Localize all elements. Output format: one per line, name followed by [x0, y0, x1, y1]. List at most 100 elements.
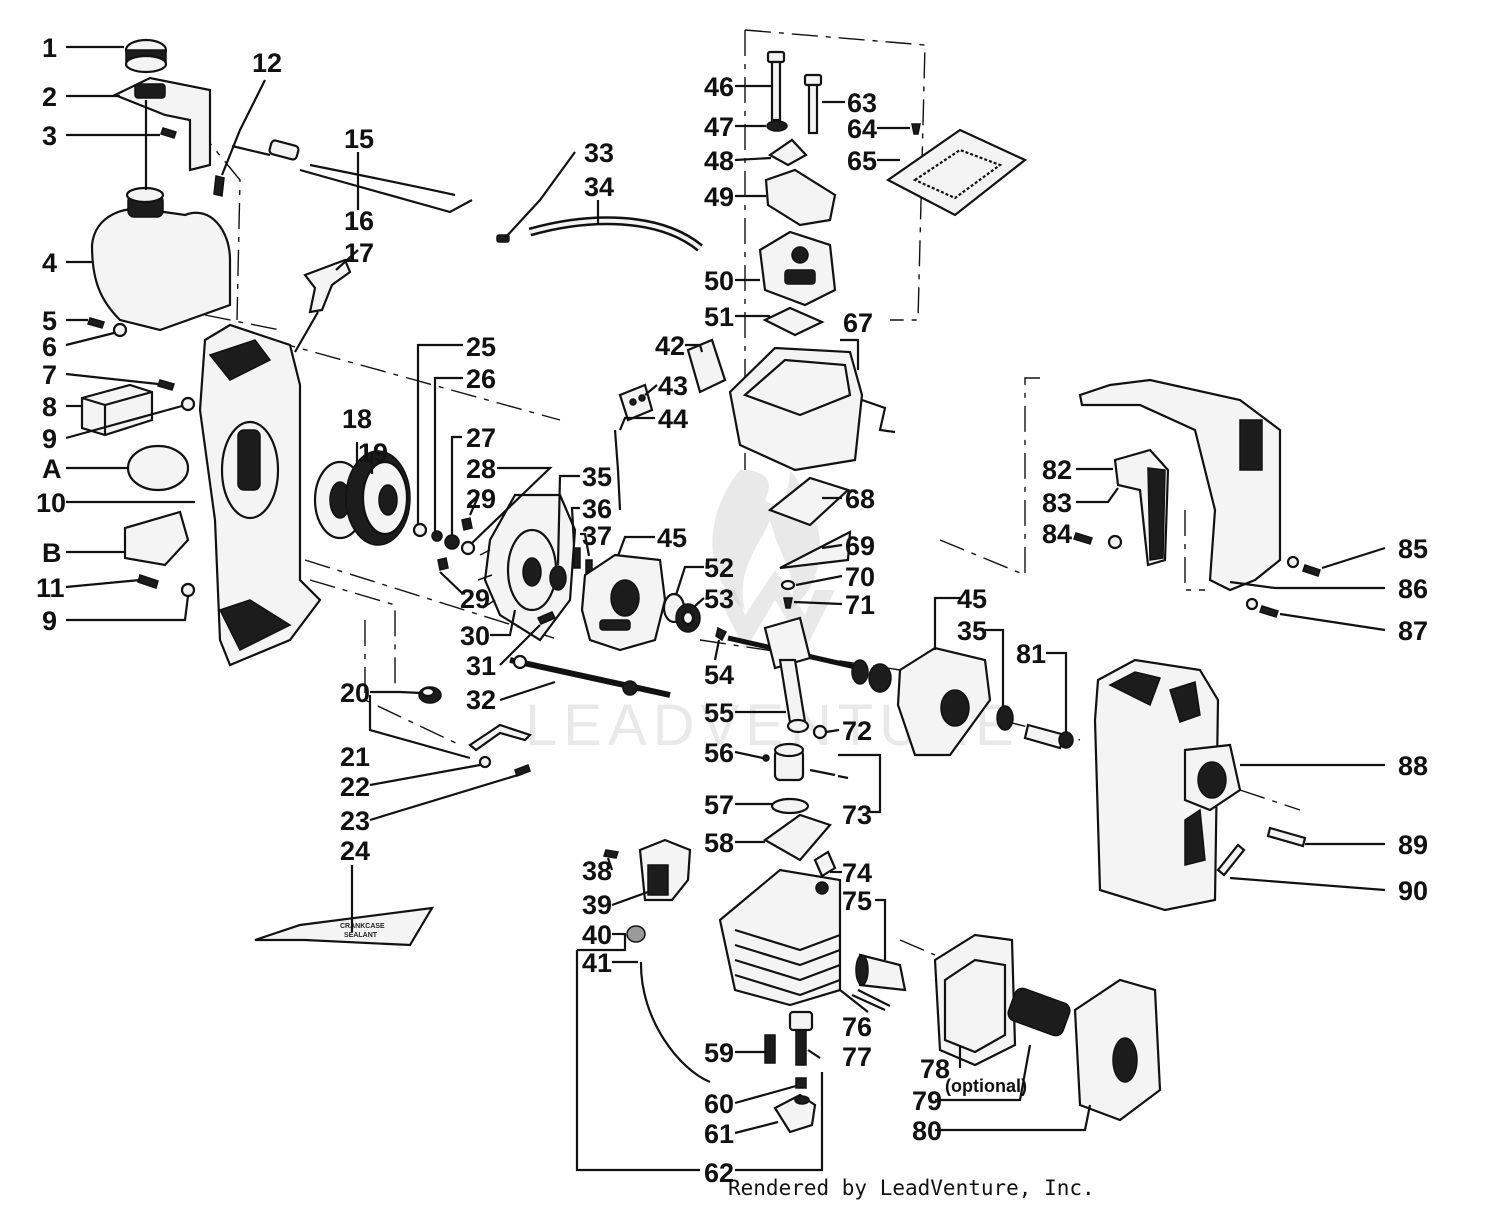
pulley-19-part	[345, 450, 411, 546]
seal-35b-part	[996, 705, 1014, 731]
label-21: 21	[340, 742, 370, 772]
crankcase-half-left-part	[580, 553, 667, 652]
screw-3-part	[160, 127, 177, 139]
label-90: 90	[1398, 876, 1428, 906]
gasket-42-part	[686, 338, 727, 394]
label-35b: 35	[957, 616, 987, 646]
flywheel-part	[477, 493, 577, 642]
filter-cover-80-part	[1073, 978, 1162, 1122]
label-34: 34	[584, 172, 614, 202]
label-44: 44	[658, 404, 688, 434]
label-58: 58	[704, 828, 734, 858]
gasket-58-part	[762, 813, 832, 862]
label-4: 4	[42, 248, 57, 278]
shaft-part	[509, 654, 671, 698]
screw-87-part	[1259, 605, 1279, 618]
plate-69-part	[779, 530, 852, 570]
label-9a: 9	[42, 424, 57, 454]
label-7: 7	[42, 360, 57, 390]
plate-49-part	[764, 168, 837, 227]
tube-81-part	[1023, 723, 1074, 750]
cylinder-part	[718, 850, 842, 1007]
label-45a: 45	[657, 523, 687, 553]
label-19: 19	[358, 438, 388, 468]
optional-note: (optional)	[945, 1076, 1027, 1096]
label-33: 33	[584, 138, 614, 168]
label-32: 32	[466, 685, 496, 715]
label-68: 68	[845, 484, 875, 514]
muffler-tube-part	[855, 953, 907, 992]
label-63: 63	[847, 88, 877, 118]
cover-plate-65-part	[885, 128, 1028, 217]
main-housing-part	[198, 323, 322, 667]
wire-44-part	[613, 429, 622, 511]
label-28: 28	[466, 454, 496, 484]
rear-handle-part	[1078, 378, 1282, 592]
bearing-near-45b	[868, 663, 892, 693]
label-11: 11	[36, 573, 65, 603]
label-76: 76	[842, 1012, 872, 1042]
label-29b: 29	[460, 584, 490, 614]
label-72: 72	[842, 716, 872, 746]
nut-27-part	[444, 534, 460, 550]
clip-56-part	[762, 754, 770, 762]
piston-part	[773, 742, 805, 782]
label-50: 50	[704, 266, 734, 296]
part-72	[812, 724, 828, 740]
label-54: 54	[704, 660, 734, 690]
gasket-51-part	[762, 306, 825, 337]
label-8: 8	[42, 392, 57, 422]
label-49: 49	[704, 182, 734, 212]
label-35a: 35	[582, 462, 612, 492]
wrist-pin-part	[809, 768, 849, 780]
label-23: 23	[340, 806, 370, 836]
nut-26-part	[431, 530, 443, 542]
bolt-63-part	[803, 73, 823, 135]
label-45b: 45	[957, 584, 987, 614]
washer-70-part	[780, 579, 796, 591]
washer-85-part	[1286, 555, 1300, 569]
label-80: 80	[912, 1116, 942, 1146]
label-26: 26	[466, 364, 496, 394]
washer-28-part	[460, 540, 476, 556]
bearing-53-part	[675, 603, 701, 633]
washer-6-part	[112, 322, 128, 338]
label-20: 20	[340, 678, 370, 708]
label-81: 81	[1016, 639, 1046, 669]
label-64: 64	[847, 114, 877, 144]
filter-element-79-part	[1007, 987, 1071, 1037]
label-67: 67	[843, 308, 873, 338]
washer-47-part	[766, 120, 788, 132]
label-30: 30	[460, 621, 490, 651]
label-61: 61	[704, 1119, 734, 1149]
label-36: 36	[582, 494, 612, 524]
pin-36-part	[573, 547, 581, 569]
label-A: A	[42, 454, 62, 484]
parts: CRANKCASE SEALANT	[80, 38, 1321, 1134]
label-65: 65	[847, 146, 877, 176]
footer-credit: Rendered by LeadVenture, Inc.	[728, 1176, 1095, 1200]
label-75: 75	[842, 886, 872, 916]
label-53: 53	[704, 584, 734, 614]
coil-block-part	[618, 383, 654, 422]
washer-9a-part	[180, 396, 196, 412]
handle-pad-part	[1113, 448, 1170, 567]
label-12: 12	[252, 48, 282, 78]
seal-near-45b	[851, 659, 869, 685]
label-9b: 9	[42, 606, 57, 636]
nut-60-part	[795, 1077, 807, 1089]
label-71: 71	[845, 590, 875, 620]
washer-22-part	[478, 755, 492, 769]
washer-84-part	[1107, 534, 1123, 550]
carburetor-part	[758, 230, 837, 307]
screw-12-part	[213, 175, 225, 197]
leader-lines	[65, 45, 1386, 1172]
clip-29a-part	[461, 517, 473, 531]
screw-85-part	[1302, 564, 1321, 577]
sealant-text-line1: CRANKCASE	[340, 923, 385, 930]
fuel-line-part	[231, 139, 473, 214]
label-1: 1	[42, 33, 57, 63]
housing-67-part	[728, 346, 896, 472]
gasket-a-part	[126, 444, 190, 492]
